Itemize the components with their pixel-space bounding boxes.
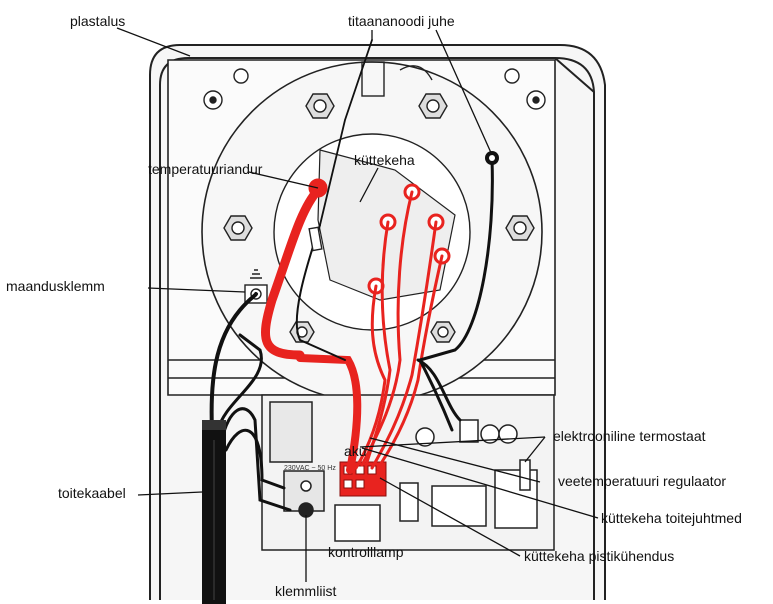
label-toitekaabel: toitekaabel xyxy=(58,485,126,501)
anode-connector xyxy=(485,151,499,165)
board-voltage-text: 230VAC ~ 50 Hz xyxy=(284,465,336,472)
label-aku: aku xyxy=(344,443,367,459)
label-elektrooniline-termostaat: elektrooniline termostaat xyxy=(553,428,706,444)
label-kuttekeha-toitejuhtmed: küttekeha toitejuhtmed xyxy=(601,510,742,526)
label-kuttekeha: küttekeha xyxy=(354,152,415,168)
corner-screws xyxy=(203,68,546,110)
leader-lines xyxy=(116,27,599,582)
label-plastalus: plastalus xyxy=(70,13,126,29)
label-titaananoodi-juhe: titaananoodi juhe xyxy=(348,13,455,29)
black-wires xyxy=(209,39,494,512)
label-veetemperatuuri-regulaator: veetemperatuuri regulaator xyxy=(558,473,727,489)
label-maandusklemm: maandusklemm xyxy=(6,278,105,294)
label-kuttekeha-pistikuhendus: küttekeha pistikühendus xyxy=(524,548,675,564)
label-temperatuuriandur: temperatuuriandur xyxy=(148,161,263,177)
temperature-sensor-probe xyxy=(308,226,323,252)
power-cable xyxy=(202,420,226,604)
label-kontrolllamp: kontrolllamp xyxy=(328,544,404,560)
top-slot xyxy=(361,61,433,97)
label-klemmliist: klemmliist xyxy=(275,583,337,599)
